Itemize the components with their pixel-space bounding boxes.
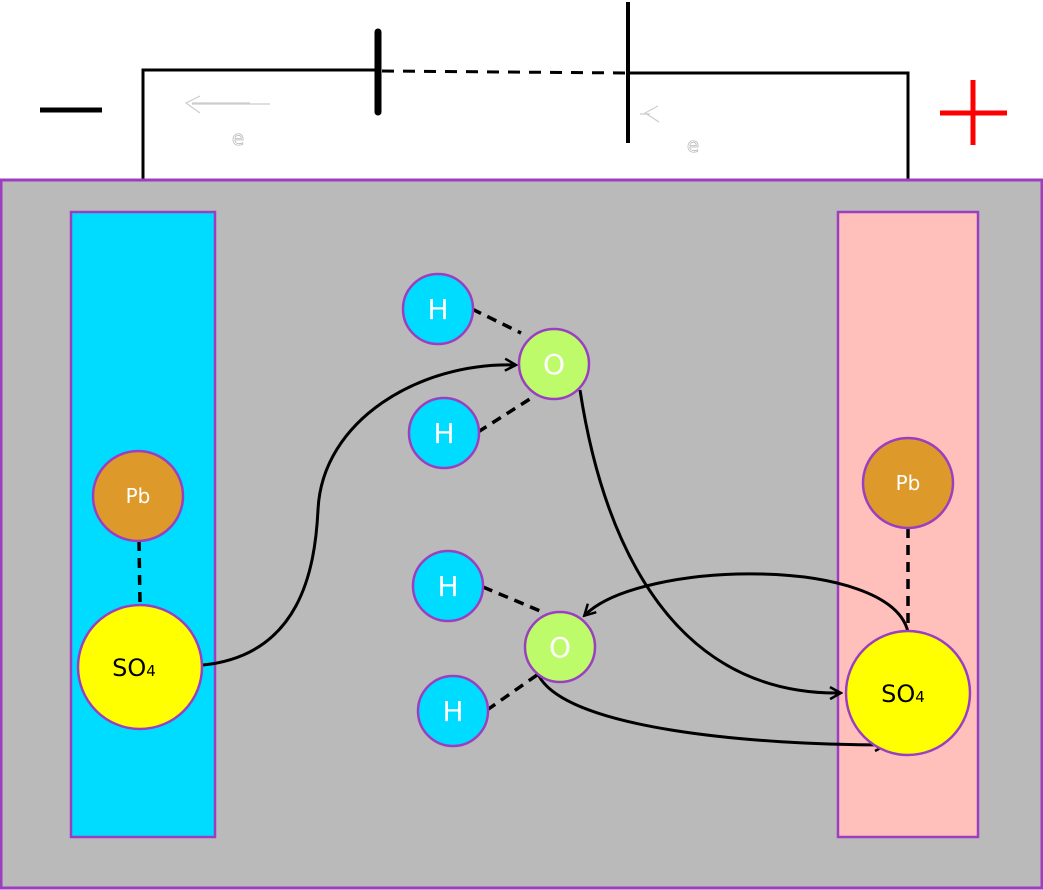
electron-label-right: e: [687, 133, 699, 157]
svg-text:Pb: Pb: [896, 471, 921, 495]
battery-dashed-link: [381, 69, 629, 75]
left-pb-atom: Pb: [91, 449, 185, 543]
arrow-so4-to-o2: [585, 572, 910, 633]
right-pb-atom: Pb: [861, 436, 955, 530]
svg-text:H: H: [437, 570, 458, 603]
svg-text:O: O: [543, 348, 565, 381]
hydrogen-atom: H: [411, 549, 485, 623]
svg-text:SO4: SO4: [112, 654, 156, 682]
svg-text:H: H: [427, 293, 448, 326]
arrow-so4-to-o1: [202, 365, 515, 667]
hydrogen-atom: H: [401, 272, 475, 346]
external-circuit: [141, 2, 910, 212]
positive-terminal-icon: [940, 80, 1007, 145]
oxygen-atom: O: [517, 327, 591, 401]
svg-text:H: H: [442, 695, 463, 728]
hydrogen-atom: H: [416, 674, 490, 748]
electron-arrow-left: [184, 95, 270, 114]
oxygen-atom: O: [523, 610, 597, 684]
svg-text:SO4: SO4: [881, 680, 925, 708]
left-so4-ion: SO4: [76, 603, 204, 731]
electron-arrow-right: [640, 105, 660, 123]
arrow-o1-to-so4: [578, 389, 840, 693]
svg-text:Pb: Pb: [126, 484, 151, 508]
arrow-o2-to-so4: [535, 671, 885, 745]
svg-text:H: H: [433, 417, 454, 450]
reaction-arrows: [202, 365, 910, 745]
electron-label-left: e: [232, 126, 244, 150]
hydrogen-atom: H: [407, 396, 481, 470]
right-so4-ion: SO4: [844, 629, 972, 757]
bonds: [137, 307, 910, 712]
svg-text:O: O: [549, 631, 571, 664]
